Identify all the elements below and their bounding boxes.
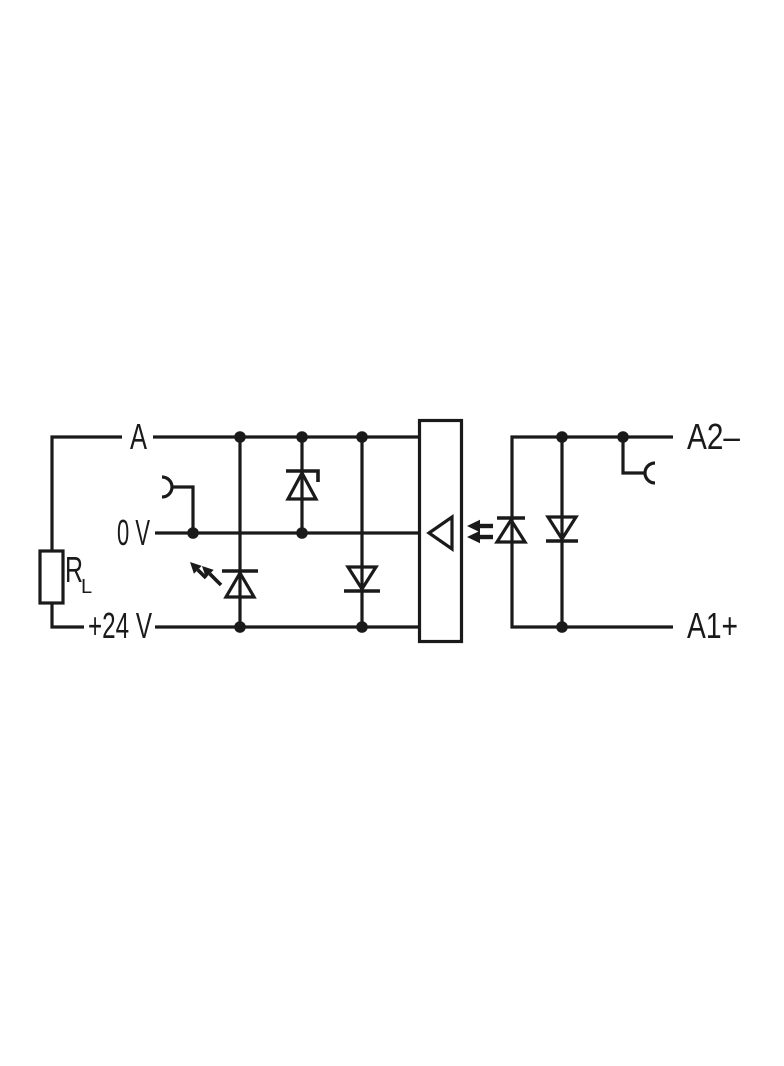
terminal-label-a2: A2–	[687, 416, 740, 457]
output-side-circuit	[38, 431, 419, 633]
light-arrow-tail	[208, 572, 223, 587]
optocoupler-receiver-box	[417, 418, 464, 644]
load-resistor-subscript: L	[81, 576, 92, 598]
opto-led-triangle	[494, 517, 528, 544]
terminal-label-24v: +24 V	[88, 605, 152, 646]
status-led-triangle	[223, 569, 257, 599]
opto-light-arrows	[467, 519, 493, 544]
suppressor-zener-diode	[285, 469, 320, 501]
reverse-polarity-diode	[545, 515, 579, 543]
optocoupler	[417, 418, 493, 644]
input-side-circuit	[494, 431, 673, 633]
plug-contact-left-arc	[161, 475, 174, 499]
junction-dot	[296, 527, 308, 539]
zener-triangle	[285, 469, 319, 501]
light-arrow-tail	[196, 568, 208, 580]
junction-dot	[234, 431, 246, 443]
junction-dot	[234, 621, 246, 633]
junction-dot	[187, 527, 199, 539]
status-led-light-arrows	[190, 562, 223, 587]
junction-dot	[556, 431, 568, 443]
wire-load-to-24v	[50, 603, 84, 629]
load-resistor-label: R	[65, 549, 83, 590]
receiver-triangle-icon	[426, 513, 454, 553]
status-led	[190, 562, 258, 599]
light-arrow-icon	[467, 530, 480, 544]
light-arrow-icon	[190, 562, 202, 574]
optocoupler-led	[494, 516, 528, 544]
wire-plug-right-stub	[621, 437, 645, 475]
load-resistor	[38, 549, 65, 605]
wire-coil-loop	[510, 435, 673, 629]
junction-dot	[296, 431, 308, 443]
light-arrow-icon	[467, 519, 480, 533]
light-arrow-icon	[202, 566, 214, 578]
terminal-label-a1: A1+	[687, 605, 738, 646]
diode-triangle	[345, 565, 379, 592]
wire-plug-left-stub	[171, 485, 195, 533]
junction-dot	[617, 431, 629, 443]
diode-triangle	[545, 515, 579, 542]
junction-dot	[356, 431, 368, 443]
zener-cathode-bar	[286, 469, 320, 482]
terminal-label-0v: 0 V	[117, 512, 150, 553]
plug-contact-right-arc	[643, 461, 656, 485]
labels: A 0 V +24 V A2– A1+ R L	[65, 416, 740, 646]
plug-contact-right	[621, 437, 656, 485]
free-wheeling-diode	[344, 565, 380, 593]
wire-a-to-load	[50, 435, 122, 551]
terminal-label-a: A	[130, 416, 147, 457]
plug-contact-left	[161, 475, 195, 533]
junction-dot	[556, 621, 568, 633]
junction-dot	[356, 621, 368, 633]
